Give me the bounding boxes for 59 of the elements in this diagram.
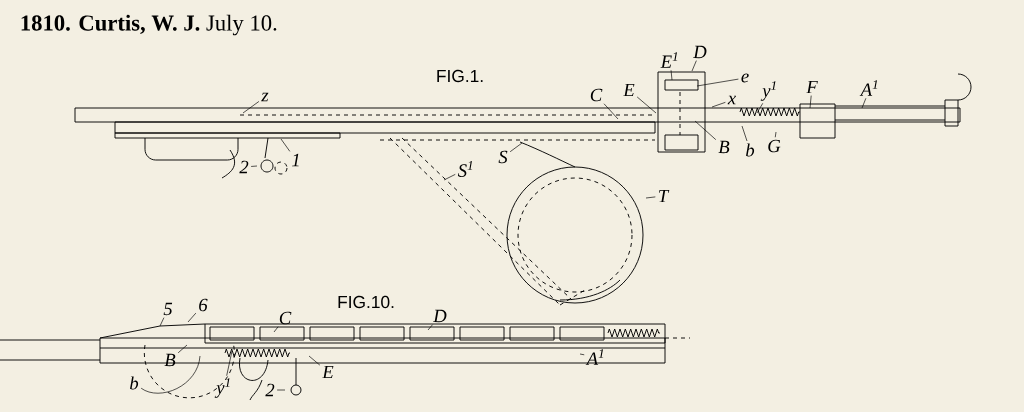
callout-letter: A$^{1}$	[859, 80, 878, 96]
heading: 1810. Curtis, W. J. July 10.	[21, 14, 277, 36]
figure-label: FIG.10.	[338, 295, 394, 309]
callout-letter: C	[279, 311, 292, 325]
callout-letter: G	[768, 139, 781, 153]
callout-letter: 5	[163, 302, 173, 316]
callout-letter: E	[322, 365, 334, 379]
leader-line	[670, 69, 673, 81]
callout-letter: 6	[199, 298, 208, 312]
callout-letter: E	[623, 83, 635, 97]
callout-letter: E$^{1}$	[660, 52, 678, 68]
leader-line	[691, 60, 697, 72]
leader-line	[242, 101, 260, 114]
leader-line	[273, 326, 279, 333]
leader-line	[696, 78, 739, 87]
callout-letter: T	[659, 189, 670, 203]
callout-letter: 2	[265, 383, 275, 397]
callout-letter: y$^{1}$	[760, 81, 776, 101]
figure-label: FIG.1.	[437, 69, 483, 83]
callout-letter: 1	[292, 153, 299, 167]
callout-letter: e	[741, 73, 749, 83]
leader-line	[443, 174, 456, 181]
leader-line	[187, 312, 197, 323]
leader-line	[509, 142, 523, 153]
leader-line	[756, 102, 764, 114]
callout-letter: y$^{1}$	[214, 378, 230, 398]
callout-letter: D	[693, 45, 707, 59]
leader-line	[861, 97, 867, 109]
leader-line	[308, 355, 321, 366]
callout-letter: B	[164, 353, 176, 367]
leader-line	[741, 125, 748, 142]
leader-line	[276, 389, 286, 391]
leader-line	[809, 95, 812, 109]
callout-letter: b	[130, 376, 139, 390]
callout-letter: C	[590, 88, 603, 102]
leader-line	[140, 355, 201, 394]
callout-letter: A$^{1}$	[585, 349, 604, 365]
callout-letter: x	[727, 95, 736, 105]
leader-line	[226, 350, 233, 377]
callout-letter: b	[746, 143, 755, 157]
callout-letter: S$^{1}$	[457, 161, 473, 177]
leader-line	[159, 317, 165, 327]
leader-line	[280, 138, 291, 152]
leader-line	[645, 196, 656, 199]
leader-line	[603, 103, 619, 120]
leader-line	[250, 165, 258, 167]
callout-letter: F	[806, 80, 818, 94]
callout-letter: S	[498, 150, 508, 164]
leader-line	[177, 344, 188, 354]
leader-line	[427, 324, 433, 331]
leader-line	[774, 131, 777, 138]
leader-line	[694, 120, 717, 140]
callout-letter: B	[718, 140, 730, 154]
leader-line	[579, 353, 585, 356]
leader-line	[711, 102, 726, 108]
callout-letter: 2	[239, 160, 249, 174]
callout-letter: D	[433, 309, 447, 323]
leader-line	[636, 96, 657, 114]
callout-letter: z	[261, 92, 269, 102]
